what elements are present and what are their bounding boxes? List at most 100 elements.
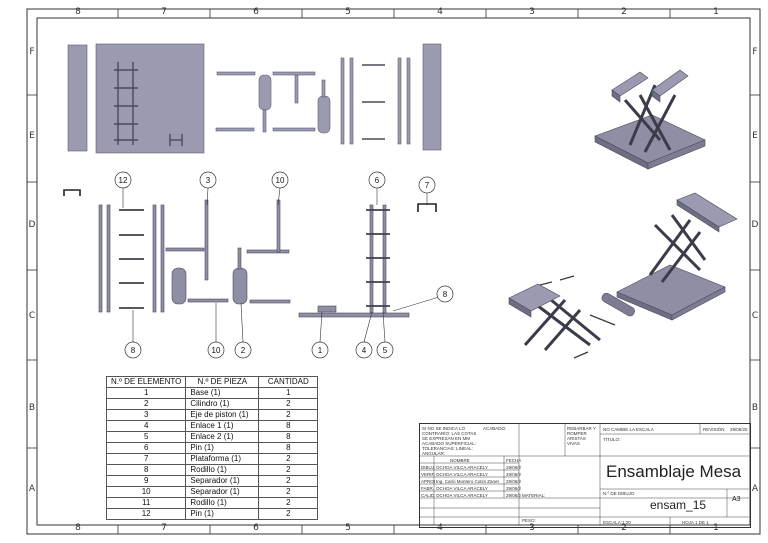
bom-part: Plataforma (1) [185,453,260,465]
zone-col: 2 [621,523,627,533]
bom-element: 1 [105,387,187,399]
zone-col: 8 [75,523,81,533]
sign-date: 29/06/25 [506,493,521,498]
zone-col: 7 [161,523,167,533]
balloon [376,341,394,359]
zone-row: A [751,484,759,494]
zone-col: 1 [713,523,719,533]
zone-col: 5 [345,523,351,533]
bom-qty: 2 [258,486,319,498]
zone-row: C [751,311,759,321]
balloon-number: 8 [131,346,136,355]
bom-element: 3 [105,409,187,421]
balloon [124,341,142,359]
bom-element: 5 [105,431,187,443]
balloon [311,341,329,359]
zone-row: A [28,484,36,494]
bom-part: Rodillo (1) [185,464,260,476]
bom-part: Cilindro (1) [185,398,260,410]
drawing-title: Ensamblaje Mesa [606,463,742,481]
title-block-grid [419,423,749,525]
balloon [418,176,436,194]
zone-col: 6 [253,523,259,533]
zone-row: E [752,131,758,141]
balloon [234,341,252,359]
sheet-number: HOJA 1 DE 1 [682,520,709,525]
bom-element: 10 [105,486,187,498]
sign-date: 29/06/25 [506,479,521,484]
bom-qty: 8 [258,442,319,454]
sheet-size: A3 [732,496,741,503]
bom-part: Separador (1) [185,475,260,487]
zone-row: C [28,311,36,321]
name-header: NOMBRE [450,458,470,463]
no-scale-note: NO CAMBIE LA ESCALA [603,427,654,432]
role-label: DIBUJ. [421,465,435,470]
view-exploded-front [63,189,437,318]
balloon-leaders [122,187,440,343]
role-label: CALID. [421,493,435,498]
finish-label: ACABADO: [483,426,507,431]
scale-label: ESCALA:1:20 [603,520,631,525]
bom-part: Separador (1) [185,486,260,498]
bom-header-qty: CANTIDAD [258,376,319,388]
bom-part: Pin (1) [185,442,260,454]
zone-row: B [28,403,36,413]
bom-qty: 1 [258,387,319,399]
person-name: OCHOA VILCA ARACELY [436,486,488,491]
bom-element: 9 [105,475,187,487]
sign-date: 29/06/25 [506,472,521,477]
balloon-number: 3 [206,176,211,185]
bom-part: Enlace 1 (1) [185,420,260,432]
bom-qty: 2 [258,398,319,410]
zone-col: 1 [713,7,719,17]
view-isometric-exploded [508,192,738,359]
zone-row: E [29,131,35,141]
balloon [368,171,386,189]
bom-part: Base (1) [185,387,260,399]
role-label: FABR. [421,486,435,491]
bom-part: Rodillo (1) [185,497,260,509]
bom-element: 6 [105,442,187,454]
sign-date: 29/06/25 [506,465,521,470]
bom-element: 4 [105,420,187,432]
view-top-row [67,43,442,154]
inner-frame [36,17,751,526]
zone-col: 3 [529,7,535,17]
bom-element: 2 [105,398,187,410]
sign-date: 29/06/25 [506,486,521,491]
weight-label: PESO: [522,518,536,523]
material-label: MATERIAL: [522,493,546,498]
bom-qty: 8 [258,431,319,443]
balloon [355,341,373,359]
balloon-number: 10 [212,346,221,355]
person-name: OCHOA VILCA ARACELY [436,493,488,498]
view-isometric-assembled [594,69,706,170]
revision-label: REVISIÓN [703,427,725,432]
zone-col: 6 [253,7,259,17]
drawing-number-label: N.º DE DIBUJO [603,491,635,496]
person-name: OCHOA VILCA ARACELY [436,472,488,477]
balloon-number: 2 [241,346,246,355]
zone-row: F [29,47,35,57]
zone-col: 3 [529,523,535,533]
drawing-number: ensam_15 [650,499,707,512]
title-label: TÍTULO: [603,437,621,442]
zone-col: 7 [161,7,167,17]
bom-part: Pin (1) [185,508,260,520]
balloon [114,171,132,189]
deburr-note: REBARBAR Y ROMPER ARISTAS VIVAS [567,426,596,446]
person-name: Ing. Carlo Montero Cotini Zanet [436,479,499,484]
outer-frame [26,8,761,535]
bom-header-row: N.º DE ELEMENTO N.º DE PIEZA CANTIDAD [105,376,319,388]
zone-col: 4 [437,7,443,17]
